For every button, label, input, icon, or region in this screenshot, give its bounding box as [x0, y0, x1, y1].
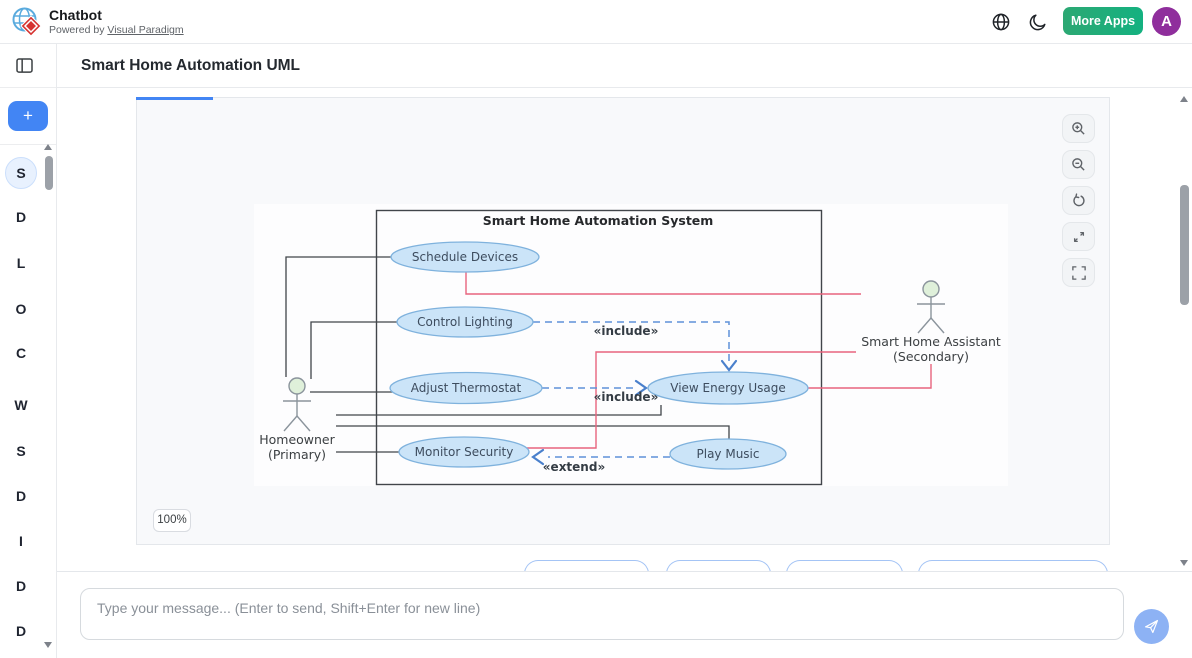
zoom-in-icon[interactable] [1062, 114, 1095, 143]
sidebar-item-5[interactable]: W [14, 397, 28, 413]
scroll-up-icon[interactable] [1180, 96, 1188, 102]
sidebar-item-6[interactable]: S [16, 443, 26, 459]
sidebar-item-8[interactable]: I [19, 533, 23, 549]
panel-toggle-icon[interactable] [11, 54, 37, 80]
divider [0, 144, 56, 145]
visual-paradigm-link[interactable]: Visual Paradigm [107, 24, 184, 36]
new-chat-button[interactable]: + [8, 101, 48, 131]
message-input[interactable] [80, 588, 1124, 640]
powered-by: Powered by Visual Paradigm [49, 24, 184, 36]
sidebar-scroll-up-icon[interactable] [44, 144, 52, 150]
dark-mode-icon[interactable] [1028, 12, 1048, 32]
stereotype-include-b: «include» [593, 390, 659, 404]
active-tab-indicator[interactable] [136, 97, 213, 100]
associations-homeowner [285, 256, 730, 453]
sidebar-item-1[interactable]: D [15, 209, 27, 225]
more-apps-button[interactable]: More Apps [1063, 7, 1143, 35]
sidebar-scrollbar-thumb[interactable] [45, 156, 53, 190]
plus-icon: + [23, 106, 33, 125]
zoom-level-badge: 100% [153, 509, 191, 532]
use-case-label-music: Play Music [696, 447, 760, 461]
dependency-arrowheads [531, 359, 738, 466]
divider [0, 87, 56, 88]
sidebar-item-9[interactable]: D [15, 578, 27, 594]
use-case-adjust-thermostat [389, 371, 543, 405]
diagram-toolbar [1062, 114, 1095, 294]
scroll-down-icon[interactable] [1180, 560, 1188, 566]
use-case-label-lighting: Control Lighting [417, 315, 513, 329]
sidebar-item-10[interactable]: D [15, 623, 27, 639]
suggestion-chip[interactable] [918, 560, 1108, 571]
chat-input-bar [57, 571, 1192, 658]
fullscreen-icon[interactable] [1062, 258, 1095, 287]
avatar[interactable]: A [1152, 7, 1181, 36]
visual-paradigm-logo [11, 6, 43, 38]
actor-assistant-label: Smart Home Assistant (Secondary) [861, 334, 1001, 364]
use-case-label-thermostat: Adjust Thermostat [410, 381, 522, 395]
actor-homeowner-figure [283, 377, 311, 432]
suggestion-chip[interactable] [666, 560, 771, 571]
expand-icon[interactable] [1062, 222, 1095, 251]
sidebar: + S D L O C W S D I D D [0, 44, 57, 658]
associations-assistant [465, 272, 932, 449]
stereotype-include-a: «include» [593, 324, 659, 338]
reset-view-icon[interactable] [1062, 186, 1095, 215]
send-icon[interactable] [1134, 609, 1169, 644]
page-title: Smart Home Automation UML [81, 56, 301, 74]
uml-connectors [283, 209, 945, 486]
suggestion-chip[interactable] [786, 560, 903, 571]
sidebar-item-0[interactable]: S [5, 157, 37, 189]
page-scrollbar-thumb[interactable] [1180, 185, 1189, 305]
zoom-out-icon[interactable] [1062, 150, 1095, 179]
actor-homeowner-label: Homeowner (Primary) [259, 432, 335, 462]
use-case-control-lighting [396, 306, 534, 338]
use-case-monitor-security [398, 436, 530, 468]
title-bar: Smart Home Automation UML [57, 44, 1192, 88]
use-case-label-security: Monitor Security [414, 445, 514, 459]
use-case-label-energy: View Energy Usage [670, 381, 786, 395]
sidebar-scroll-down-icon[interactable] [44, 642, 52, 648]
sidebar-item-4[interactable]: C [15, 345, 27, 361]
sidebar-item-2[interactable]: L [16, 255, 26, 271]
use-case-view-energy-usage [647, 371, 809, 405]
use-case-play-music [669, 438, 787, 470]
dependency-lines [533, 321, 730, 458]
actor-assistant-figure [917, 280, 945, 334]
system-boundary [375, 209, 823, 486]
use-case-schedule-devices [390, 241, 540, 273]
app-title: Chatbot [49, 7, 102, 23]
sidebar-item-7[interactable]: D [15, 488, 27, 504]
system-title: Smart Home Automation System [482, 213, 714, 228]
header: Chatbot Powered by Visual Paradigm More … [0, 0, 1192, 44]
sidebar-item-3[interactable]: O [15, 301, 27, 317]
chat-area: Smart Home Automation System Schedule De… [57, 88, 1192, 571]
uml-diagram-canvas[interactable]: Smart Home Automation System Schedule De… [254, 204, 1008, 486]
globe-icon[interactable] [991, 12, 1011, 32]
use-case-label-schedule: Schedule Devices [411, 250, 519, 264]
suggestion-chip[interactable] [524, 560, 649, 571]
page-scrollbar [1178, 88, 1192, 571]
stereotype-extend: «extend» [542, 460, 606, 474]
diagram-message-card: Smart Home Automation System Schedule De… [136, 97, 1110, 545]
